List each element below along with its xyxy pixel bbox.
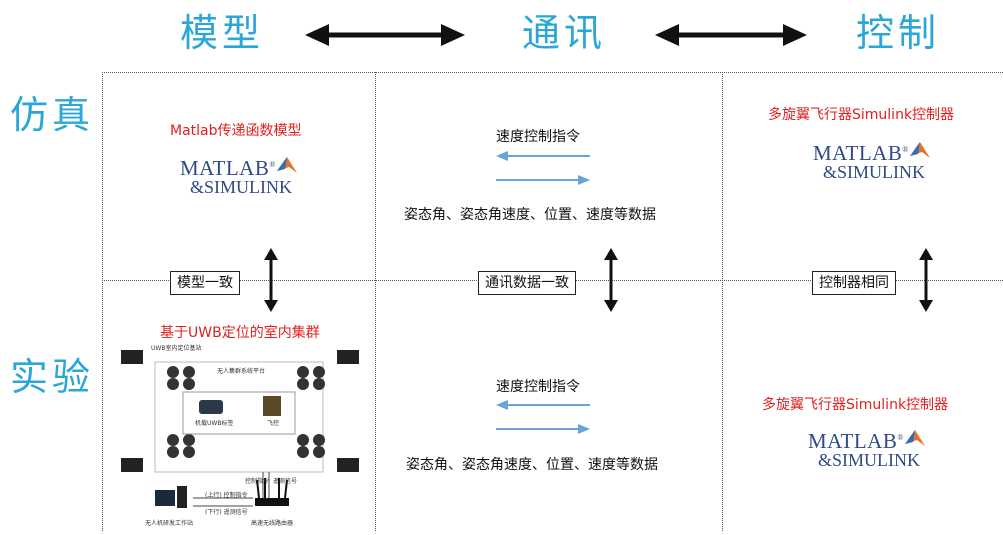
grid-col-divider-1 <box>375 72 376 531</box>
logo-line1: MATLAB <box>813 141 903 165</box>
uwb-setup-illustration <box>121 350 359 508</box>
header-simulation: 仿真 <box>10 93 95 137</box>
header-control: 控制 <box>856 11 941 55</box>
sim-comm-top-label: 速度控制指令 <box>496 129 580 145</box>
sim-comm-bottom-label: 姿态角、姿态角速度、位置、速度等数据 <box>404 207 656 223</box>
photo-uwb-tag-label: 机载UWB标签 <box>195 420 234 427</box>
photo-uplink-label: (上行) 控制指令 <box>205 492 248 499</box>
logo-line2: &SIMULINK <box>190 177 292 197</box>
exp-comm-bottom-label: 姿态角、姿态角速度、位置、速度等数据 <box>406 457 658 473</box>
vertical-arrow-model <box>264 248 278 312</box>
photo-platform-label: 无人集群系统平台 <box>217 368 266 375</box>
arrow-left-blue-exp <box>496 400 590 410</box>
header-comm: 通讯 <box>522 11 607 55</box>
grid-col-divider-2 <box>722 72 723 531</box>
membrane-icon <box>910 142 930 158</box>
header-model: 模型 <box>180 11 265 55</box>
sim-control-title: 多旋翼飞行器Simulink控制器 <box>768 107 955 123</box>
logo-line1: MATLAB <box>808 429 898 453</box>
photo-side-left-label: 控制指令 <box>245 478 270 485</box>
matlab-simulink-logo-sim-model: MATLAB® &SIMULINK <box>180 155 320 199</box>
matlab-simulink-logo-exp-control: MATLAB® &SIMULINK <box>808 428 948 472</box>
photo-router-label: 高速无线路由器 <box>251 520 294 527</box>
matlab-simulink-logo-sim-control: MATLAB® &SIMULINK <box>813 140 953 184</box>
grid-top-line <box>102 72 1003 73</box>
vertical-arrow-comm <box>604 248 618 312</box>
logo-line1: MATLAB <box>180 156 270 180</box>
double-arrow-model-comm <box>305 24 465 46</box>
photo-workstation-label: 无人机研发工作站 <box>145 520 194 527</box>
logo-reg: ® <box>269 160 276 169</box>
photo-side-right-label: 遥测信号 <box>273 478 298 485</box>
arrow-left-blue-sim <box>496 151 590 161</box>
label-model-consistent: 模型一致 <box>170 271 240 295</box>
exp-control-title: 多旋翼飞行器Simulink控制器 <box>762 397 949 413</box>
sim-model-title: Matlab传递函数模型 <box>170 123 302 139</box>
logo-line2: &SIMULINK <box>823 162 925 182</box>
label-control-same: 控制器相同 <box>812 271 896 295</box>
logo-reg: ® <box>897 433 904 442</box>
membrane-icon <box>905 430 925 446</box>
photo-flight-ctrl-label: 飞控 <box>267 420 280 427</box>
double-arrow-comm-control <box>655 24 807 46</box>
exp-model-title: 基于UWB定位的室内集群 <box>160 325 320 341</box>
photo-base-station-label: UWB室内定位基站 <box>151 345 202 352</box>
grid-left-line <box>102 72 103 531</box>
logo-reg: ® <box>902 145 909 154</box>
label-comm-consistent: 通讯数据一致 <box>478 271 576 295</box>
vertical-arrow-control <box>919 248 933 312</box>
logo-line2: &SIMULINK <box>818 450 920 470</box>
header-experiment: 实验 <box>10 355 95 399</box>
membrane-icon <box>277 157 297 173</box>
uwb-swarm-photo: UWB室内定位基站 无人集群系统平台 机载UWB标签 飞控 控制指令 遥测信号 … <box>113 340 365 531</box>
photo-downlink-label: (下行) 遥测信号 <box>205 509 248 516</box>
arrow-right-blue-sim <box>496 175 590 185</box>
exp-comm-top-label: 速度控制指令 <box>496 379 580 395</box>
arrow-right-blue-exp <box>496 424 590 434</box>
